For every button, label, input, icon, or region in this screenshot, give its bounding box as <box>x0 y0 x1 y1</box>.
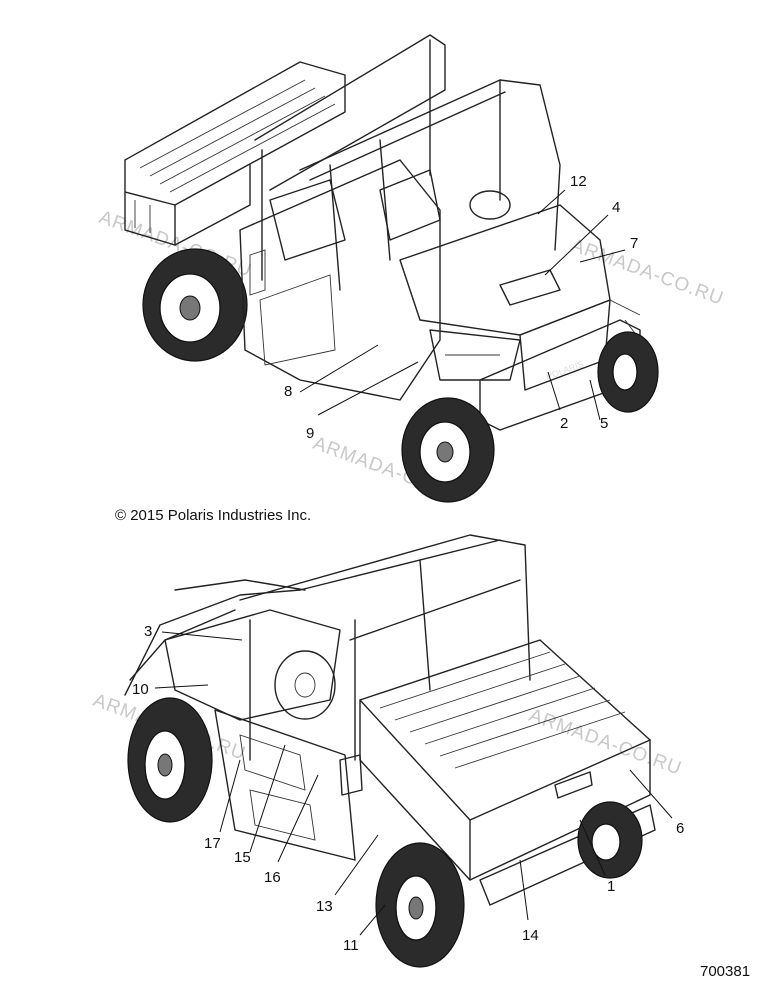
front-left-wheel-bottom <box>127 697 213 823</box>
figure-number: 700381 <box>700 963 750 980</box>
callout-14: 14 <box>522 927 539 944</box>
callout-12: 12 <box>570 173 587 190</box>
callout-5: 5 <box>600 415 608 432</box>
watermark-5: ARMADA-CO.RU <box>526 705 684 780</box>
front-left-wheel-top <box>401 397 495 503</box>
callouts: 12 4 7 8 9 2 5 © 2015 Polaris Industries… <box>115 173 750 980</box>
grille-badge: POLARIS <box>545 359 585 382</box>
callout-4: 4 <box>612 199 620 216</box>
callout-3: 3 <box>144 623 152 640</box>
callout-13: 13 <box>316 898 333 915</box>
callout-2: 2 <box>560 415 568 432</box>
callout-16: 16 <box>264 869 281 886</box>
vehicle-front-view: POLARIS <box>124 34 659 503</box>
callout-8: 8 <box>284 383 292 400</box>
watermark-2: ARMADA-CO.RU <box>568 235 726 310</box>
callout-7: 7 <box>630 235 638 252</box>
vehicle-rear-view <box>124 534 656 968</box>
copyright-notice: © 2015 Polaris Industries Inc. <box>115 507 311 524</box>
callout-17: 17 <box>204 835 221 852</box>
front-right-wheel-top <box>597 331 659 413</box>
rear-right-wheel-bottom <box>577 801 643 879</box>
callout-15: 15 <box>234 849 251 866</box>
callout-6: 6 <box>676 820 684 837</box>
rear-left-wheel-bottom <box>375 842 465 968</box>
callout-10: 10 <box>132 681 149 698</box>
callout-9: 9 <box>306 425 314 442</box>
callout-11: 11 <box>343 937 359 954</box>
callout-1: 1 <box>607 878 615 895</box>
leader-lines <box>154 189 673 936</box>
rear-wheel-top <box>142 248 248 362</box>
